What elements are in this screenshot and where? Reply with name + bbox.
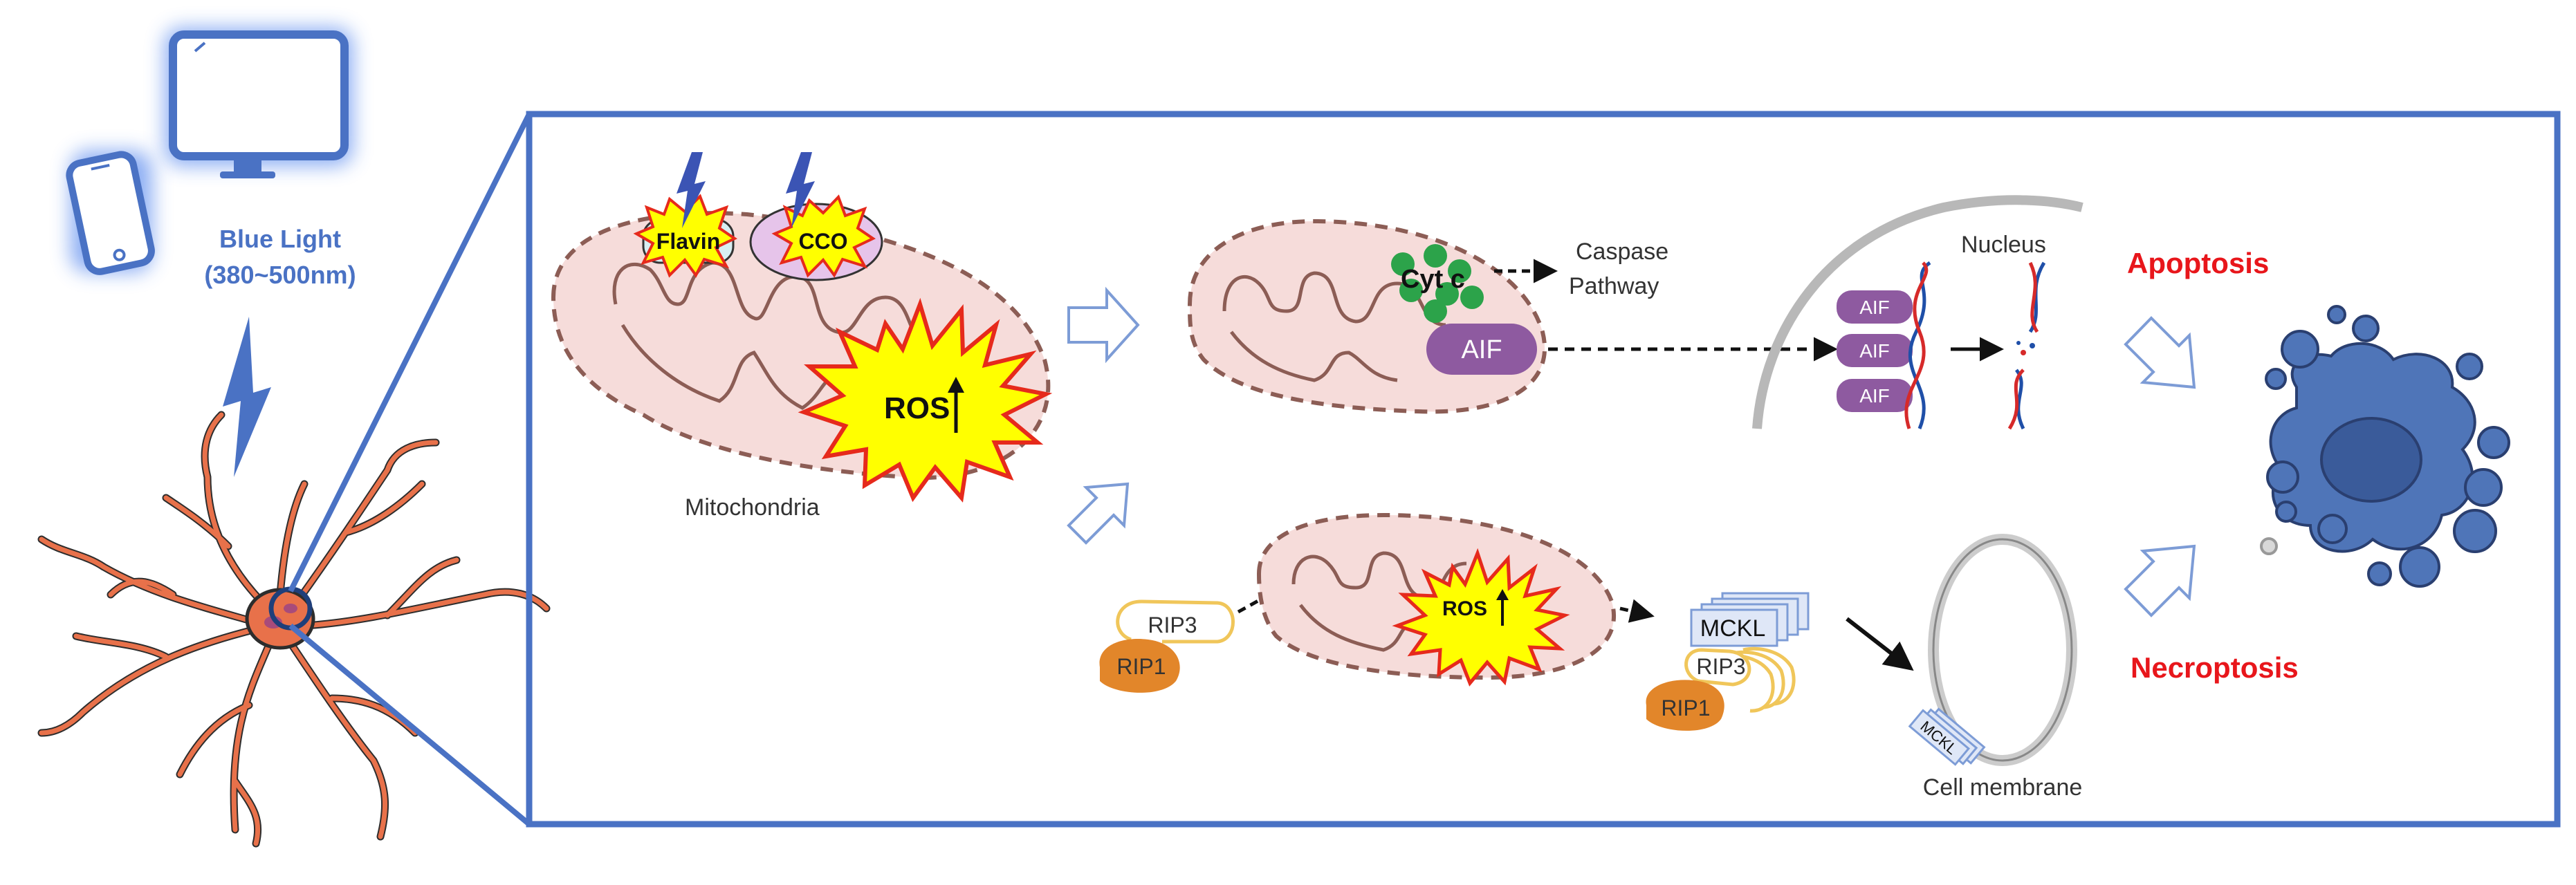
arrow-mito-to-mckl [1619, 599, 1655, 623]
cco-label: CCO [798, 229, 847, 254]
rip1-label-right: RIP1 [1661, 696, 1710, 720]
hollow-arrow-necroptosis [2124, 544, 2196, 617]
pathway-frame [526, 111, 2561, 828]
svg-text:AIF: AIF [1859, 340, 1890, 362]
zoom-line-bottom [288, 623, 531, 827]
blue-light-range: (380~500nm) [204, 261, 356, 289]
lightning-bolt-icon [223, 317, 271, 477]
dna-strand-intact [1904, 261, 1931, 429]
blue-light-title: Blue Light [219, 225, 341, 253]
aif-upper: AIF [1426, 324, 1537, 375]
apoptosis-label: Apoptosis [2127, 247, 2269, 279]
zoom-line-top [288, 113, 532, 593]
neuron-icon [37, 411, 551, 848]
hollow-arrow-apoptosis [2124, 316, 2196, 389]
aif-nucleus-1: AIF [1837, 290, 1913, 324]
up-arrow-icon [948, 377, 964, 433]
mckl-label: MCKL [1700, 615, 1765, 642]
cytc-label: Cyt c [1401, 265, 1465, 294]
dying-cell-icon [2260, 305, 2510, 588]
ros-lower-label: ROS [1442, 597, 1487, 620]
rip1-label-left: RIP1 [1116, 654, 1166, 679]
hollow-arrow-lower [1067, 482, 1130, 545]
mckl-membrane-pore: MCKL [1908, 707, 1986, 766]
aif-nucleus-2: AIF [1837, 334, 1913, 367]
nuclear-envelope [1752, 195, 2083, 429]
aif-upper-label: AIF [1461, 335, 1502, 364]
necroptosis-label: Necroptosis [2131, 651, 2299, 684]
mitochondria-label: Mitochondria [685, 494, 820, 521]
ros-burst-lower [1392, 548, 1570, 687]
cytc-molecules [1391, 244, 1484, 323]
ros-burst-main [798, 297, 1053, 503]
lightning-flavin-icon [677, 152, 706, 228]
ros-main-label: ROS [884, 391, 950, 425]
svg-text:AIF: AIF [1859, 385, 1890, 407]
cell-membrane-label: Cell membrane [1923, 774, 2083, 801]
rip3-label-right: RIP3 [1696, 654, 1745, 679]
cco-complex: CCO [749, 194, 883, 281]
mitochondrion-upper [1187, 218, 1547, 414]
hollow-arrow-upper [1067, 286, 1140, 364]
caspase-label-line1: Caspase [1576, 239, 1668, 265]
svg-text:AIF: AIF [1859, 297, 1890, 318]
rip1-lower-left: RIP1 [1099, 639, 1180, 693]
flavin-complex: Flavin [633, 194, 737, 278]
caspase-label-line2: Pathway [1569, 273, 1659, 299]
necrosome-complex: MCKL RIP3 RIP1 [1646, 592, 1810, 731]
phone-icon [66, 151, 155, 275]
up-arrow-lower-icon [1496, 589, 1509, 626]
flavin-label: Flavin [656, 229, 720, 254]
rip3-label-left: RIP3 [1148, 613, 1197, 637]
lightning-cco-icon [786, 152, 815, 228]
rip3-lower-left: RIP3 [1116, 599, 1235, 644]
arrow-mckl-to-membrane [1846, 617, 1914, 671]
nucleus-label: Nucleus [1961, 232, 2046, 258]
aif-nucleus-3: AIF [1837, 379, 1913, 412]
cell-membrane [1928, 534, 2077, 766]
dna-strand-fragmented [2007, 261, 2046, 430]
monitor-icon [165, 28, 353, 178]
